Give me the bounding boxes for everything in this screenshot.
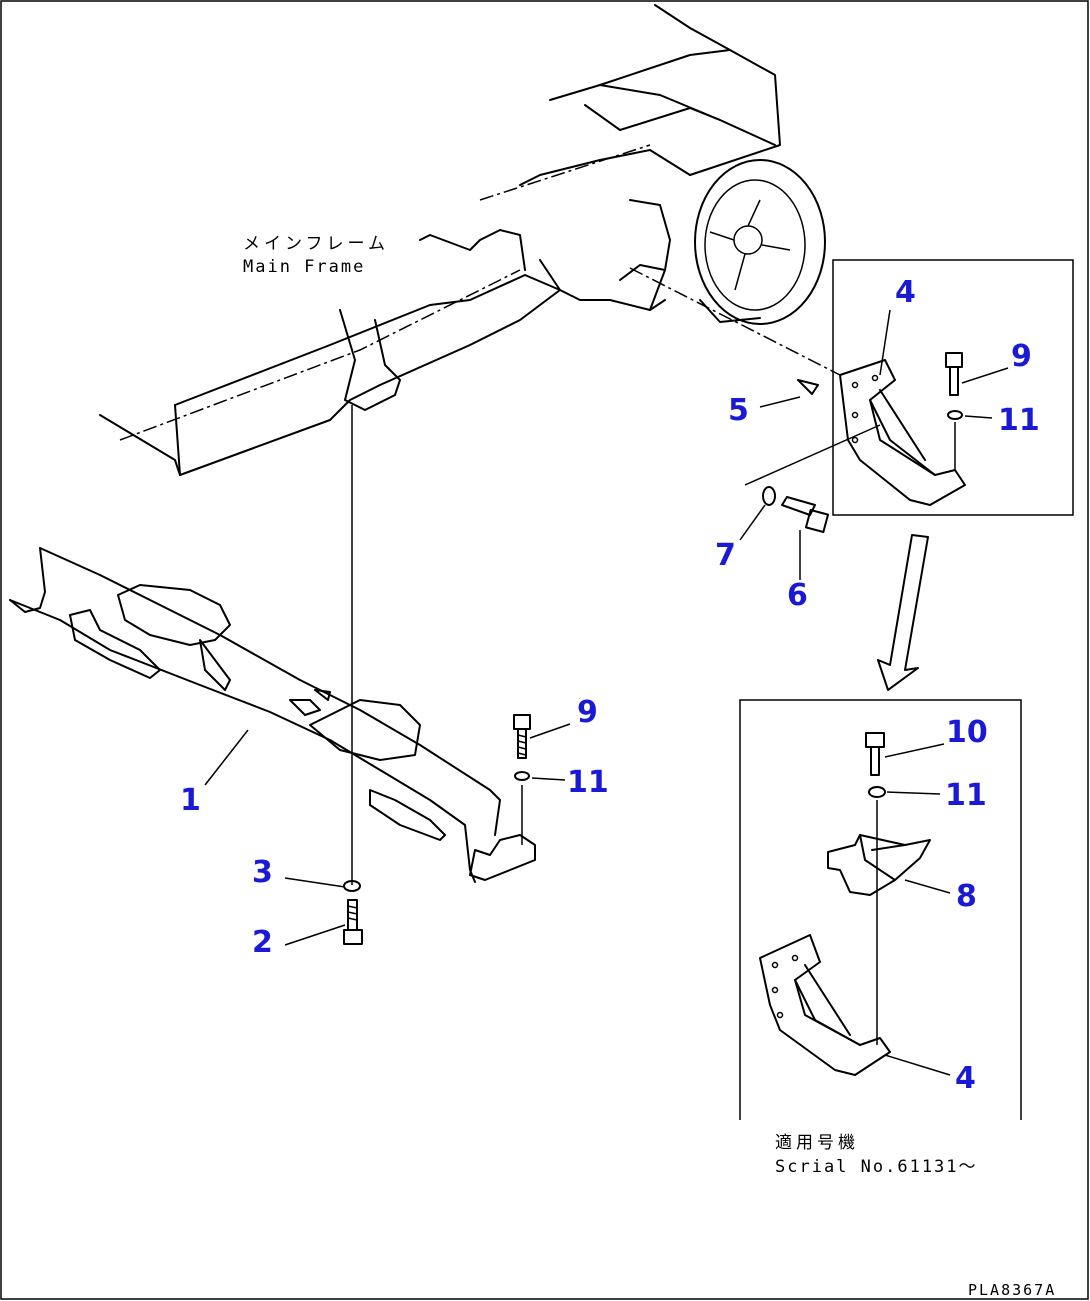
bracket-4-top xyxy=(839,359,966,506)
bracket-8 xyxy=(827,834,931,896)
left-bolt-9 xyxy=(513,714,531,759)
fan-housing xyxy=(694,159,826,325)
washer-7 xyxy=(762,486,776,506)
part-5 xyxy=(797,379,819,395)
callout-3: 3 xyxy=(252,855,273,890)
callout-11-lower: 11 xyxy=(945,778,987,813)
callout-11-left: 11 xyxy=(567,765,609,800)
right-bolt-9 xyxy=(945,352,963,396)
leader-lines xyxy=(204,309,1009,1076)
callout-4-top: 4 xyxy=(895,275,916,310)
serial-en-label: Scrial No.61131〜 xyxy=(775,1157,978,1177)
serial-detail-box xyxy=(739,699,1022,1120)
callout-1: 1 xyxy=(180,783,201,818)
undercover-drawing xyxy=(9,547,536,883)
arrow-icon xyxy=(877,534,929,691)
bracket-4-bottom xyxy=(759,934,891,1076)
callout-10: 10 xyxy=(946,715,988,750)
callout-7: 7 xyxy=(715,538,736,573)
right-washer-11 xyxy=(947,410,963,420)
serial-jp-label: 適用号機 xyxy=(775,1133,859,1153)
callout-9-right: 9 xyxy=(1011,339,1032,374)
callout-11-right: 11 xyxy=(998,403,1040,438)
callout-6: 6 xyxy=(787,578,808,613)
left-washer-11 xyxy=(514,771,530,781)
callout-4-bottom: 4 xyxy=(955,1061,976,1096)
washer-3 xyxy=(343,880,361,892)
bolt-2 xyxy=(343,899,363,945)
main-frame-drawing xyxy=(99,4,841,476)
bracket-detail-box xyxy=(832,259,1074,516)
drawing-code: PLA8367A xyxy=(968,1281,1056,1299)
callout-8: 8 xyxy=(956,879,977,914)
lower-washer-11 xyxy=(868,786,886,798)
main-frame-jp-label: メインフレーム xyxy=(243,234,389,254)
bolt-10 xyxy=(865,732,885,776)
callout-9-left: 9 xyxy=(577,695,598,730)
main-frame-en-label: Main Frame xyxy=(243,257,365,277)
bolt-6 xyxy=(781,496,830,534)
callout-5: 5 xyxy=(728,393,749,428)
callout-2: 2 xyxy=(252,925,273,960)
